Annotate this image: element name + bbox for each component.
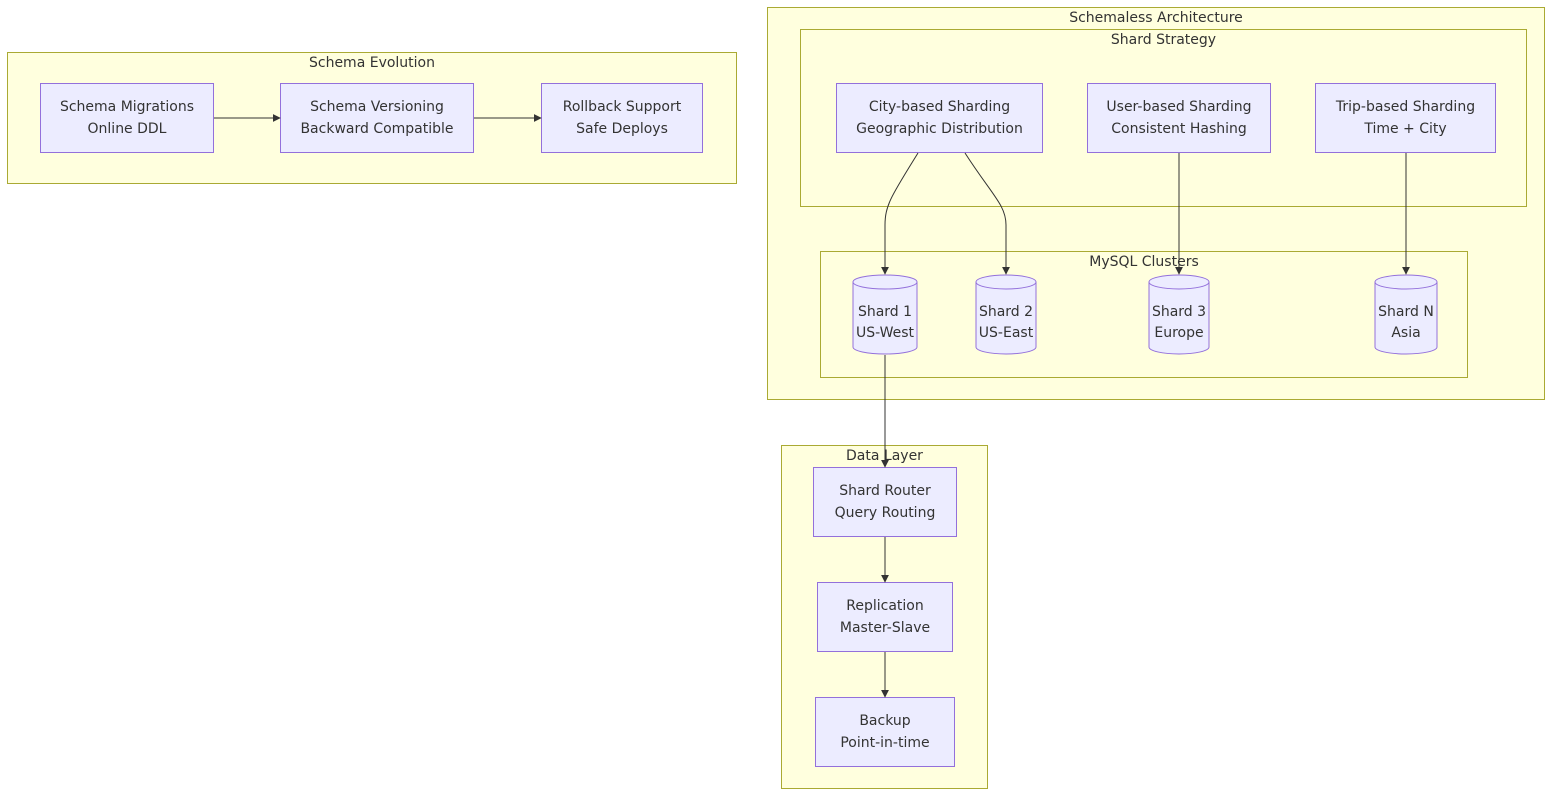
database-cylinder-icon bbox=[1374, 274, 1438, 355]
node-sublabel: US-East bbox=[978, 325, 1034, 341]
node-label: Replication bbox=[846, 598, 924, 614]
node-label: User-based Sharding bbox=[1106, 99, 1252, 115]
node-label: Schema Migrations bbox=[59, 99, 195, 115]
node-sublabel: Geographic Distribution bbox=[856, 121, 1023, 137]
node-schema-migrations[interactable]: Schema Migrations Online DDL bbox=[40, 83, 214, 153]
node-label: Trip-based Sharding bbox=[1335, 99, 1476, 115]
database-cylinder-icon bbox=[852, 274, 918, 355]
cluster-title-shard-strategy: Shard Strategy bbox=[1110, 32, 1217, 48]
node-sublabel: Master-Slave bbox=[839, 620, 931, 636]
cluster-title-schema-evolution: Schema Evolution bbox=[308, 55, 435, 71]
node-city-based-sharding[interactable]: City-based Sharding Geographic Distribut… bbox=[836, 83, 1043, 153]
node-sublabel: Safe Deploys bbox=[576, 121, 668, 137]
node-shard-router[interactable]: Shard Router Query Routing bbox=[813, 467, 957, 537]
edge-city-sharding-to-shard-1 bbox=[881, 152, 919, 275]
node-label: Schema Versioning bbox=[310, 99, 444, 115]
node-sublabel: Time + City bbox=[1364, 121, 1447, 137]
node-label: Shard 3 bbox=[1151, 304, 1207, 320]
node-label: Rollback Support bbox=[562, 99, 682, 115]
node-label: Shard N bbox=[1378, 304, 1434, 320]
node-shard-2[interactable]: Shard 2 US-East bbox=[975, 274, 1037, 355]
cluster-title-mysql-clusters: MySQL Clusters bbox=[1089, 254, 1199, 270]
node-shard-n[interactable]: Shard N Asia bbox=[1374, 274, 1438, 355]
node-rollback-support[interactable]: Rollback Support Safe Deploys bbox=[541, 83, 703, 153]
node-replication[interactable]: Replication Master-Slave bbox=[817, 582, 953, 652]
database-cylinder-icon bbox=[1148, 274, 1210, 355]
database-cylinder-icon bbox=[975, 274, 1037, 355]
node-sublabel: Europe bbox=[1154, 325, 1204, 341]
node-sublabel: Consistent Hashing bbox=[1111, 121, 1247, 137]
cluster-title-schemaless-architecture: Schemaless Architecture bbox=[1069, 10, 1243, 26]
node-shard-1[interactable]: Shard 1 US-West bbox=[852, 274, 918, 355]
node-label: City-based Sharding bbox=[868, 99, 1011, 115]
node-user-based-sharding[interactable]: User-based Sharding Consistent Hashing bbox=[1087, 83, 1271, 153]
node-sublabel: Online DDL bbox=[87, 121, 167, 137]
node-sublabel: Point-in-time bbox=[840, 735, 930, 751]
node-schema-versioning[interactable]: Schema Versioning Backward Compatible bbox=[280, 83, 474, 153]
node-trip-based-sharding[interactable]: Trip-based Sharding Time + City bbox=[1315, 83, 1496, 153]
node-sublabel: US-West bbox=[855, 325, 915, 341]
node-label: Shard Router bbox=[839, 483, 931, 499]
cluster-mysql-clusters: MySQL Clusters bbox=[820, 251, 1468, 378]
edge-city-sharding-to-shard-2 bbox=[964, 152, 1010, 275]
node-label: Shard 2 bbox=[978, 304, 1034, 320]
node-label: Shard 1 bbox=[857, 304, 913, 320]
cluster-title-data-layer: Data Layer bbox=[846, 448, 923, 464]
node-shard-3[interactable]: Shard 3 Europe bbox=[1148, 274, 1210, 355]
node-label: Backup bbox=[859, 713, 911, 729]
node-sublabel: Query Routing bbox=[834, 505, 936, 521]
node-sublabel: Asia bbox=[1391, 325, 1421, 341]
node-sublabel: Backward Compatible bbox=[300, 121, 454, 137]
node-backup[interactable]: Backup Point-in-time bbox=[815, 697, 955, 767]
